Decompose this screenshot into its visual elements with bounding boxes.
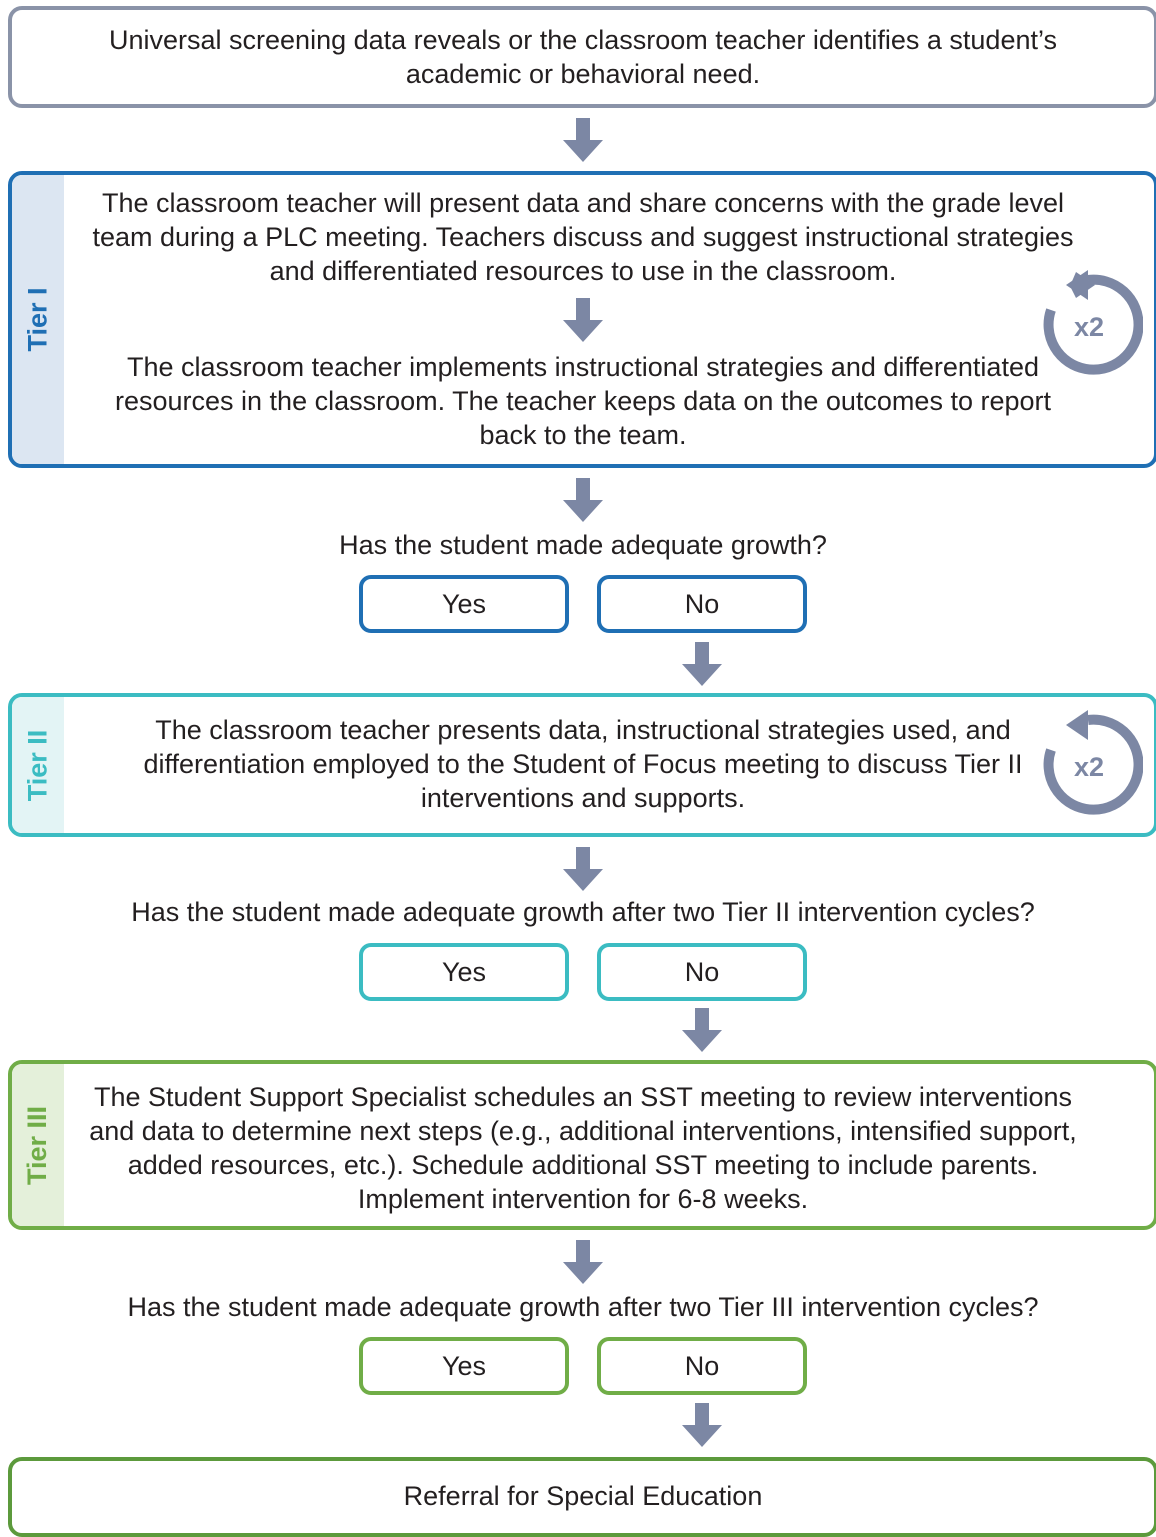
- q3-question: Has the student made adequate growth aft…: [127, 1292, 1039, 1322]
- q1-yes-button[interactable]: Yes: [359, 575, 569, 633]
- repeat-cycle-icon: x2: [1043, 710, 1143, 815]
- tier2-text: The classroom teacher presents data, ins…: [143, 715, 1023, 813]
- tier3-label: Tier III: [22, 1105, 53, 1185]
- tier3-text: The Student Support Specialist schedules…: [89, 1082, 1077, 1214]
- down-arrow-icon: [563, 118, 603, 162]
- tier2-box: Tier II: [8, 693, 1156, 837]
- q2-question: Has the student made adequate growth aft…: [131, 897, 1035, 927]
- tier1-strip: Tier I: [12, 175, 64, 464]
- down-arrow-icon: [682, 1008, 722, 1052]
- down-arrow-icon: [682, 1403, 722, 1447]
- tier3-box: Tier III: [8, 1060, 1156, 1230]
- down-arrow-icon: [563, 847, 603, 891]
- end-text: Referral for Special Education: [403, 1481, 763, 1511]
- end-box: Referral for Special Education: [8, 1457, 1156, 1537]
- q2-yes-button[interactable]: Yes: [359, 943, 569, 1001]
- tier2-repeat-text: x2: [1074, 752, 1104, 782]
- tier1-step1-text: The classroom teacher will present data …: [92, 188, 1074, 286]
- down-arrow-icon: [563, 478, 603, 522]
- tier3-strip: Tier III: [12, 1064, 64, 1226]
- q3-yes-button[interactable]: Yes: [359, 1337, 569, 1395]
- down-arrow-icon: [682, 642, 722, 686]
- q2-no-button[interactable]: No: [597, 943, 807, 1001]
- q1-no-button[interactable]: No: [597, 575, 807, 633]
- down-arrow-icon: [563, 298, 603, 342]
- down-arrow-icon: [563, 1240, 603, 1284]
- q1-question: Has the student made adequate growth?: [339, 530, 827, 560]
- start-box: Universal screening data reveals or the …: [8, 6, 1156, 108]
- tier1-label: Tier I: [22, 287, 53, 352]
- tier2-label: Tier II: [22, 729, 53, 801]
- q3-no-button[interactable]: No: [597, 1337, 807, 1395]
- tier1-repeat-text: x2: [1074, 312, 1104, 342]
- tier2-strip: Tier II: [12, 697, 64, 833]
- tier1-step2-text: The classroom teacher implements instruc…: [114, 352, 1051, 450]
- repeat-cycle-icon: x2: [1043, 270, 1143, 375]
- start-text: Universal screening data reveals or the …: [109, 25, 1057, 89]
